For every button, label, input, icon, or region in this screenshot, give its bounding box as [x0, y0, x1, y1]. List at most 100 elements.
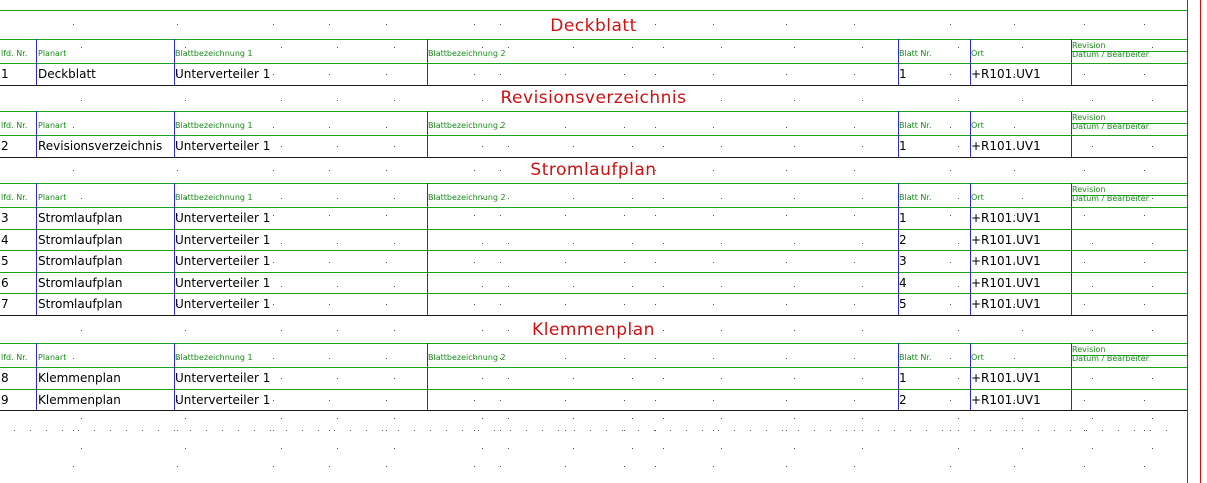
grid-dot — [508, 418, 509, 419]
grid-dot — [632, 286, 633, 287]
grid-dot — [270, 430, 271, 431]
grid-dot — [394, 198, 395, 199]
grid-dot — [1014, 358, 1015, 359]
revision-divider — [1071, 123, 1187, 124]
grid-dot — [632, 47, 633, 48]
grid-dot — [394, 418, 395, 419]
grid-dot — [329, 127, 330, 128]
column-divider — [1071, 183, 1072, 315]
column-divider — [174, 39, 175, 85]
grid-dot — [1014, 466, 1015, 467]
grid-dot — [854, 74, 855, 75]
table-rule — [0, 367, 1187, 368]
grid-dot — [81, 47, 82, 48]
row-blattbezeichnung-1: Unterverteiler 1 — [175, 371, 271, 385]
col-header-planart: Planart — [38, 49, 67, 58]
grid-dot — [721, 243, 722, 244]
column-divider — [174, 343, 175, 410]
grid-dot — [655, 358, 656, 359]
grid-dot — [474, 215, 475, 216]
grid-dot — [508, 198, 509, 199]
grid-dot — [1166, 430, 1167, 431]
grid-dot — [73, 466, 74, 467]
grid-dot — [846, 430, 847, 431]
col-header-ort: Ort — [971, 353, 984, 362]
grid-dot — [302, 430, 303, 431]
grid-dot — [386, 127, 387, 128]
row-lfd-nr: 5 — [1, 254, 9, 268]
grid-dot — [862, 47, 863, 48]
grid-dot — [1022, 198, 1023, 199]
grid-dot — [273, 358, 274, 359]
grid-dot — [1152, 448, 1153, 449]
column-divider — [1071, 111, 1072, 157]
grid-dot — [73, 430, 74, 431]
grid-dot — [1152, 146, 1153, 147]
grid-dot — [478, 430, 479, 431]
grid-dot — [500, 400, 501, 401]
grid-dot — [958, 430, 959, 431]
grid-dot — [1054, 430, 1055, 431]
grid-dot — [862, 286, 863, 287]
grid-dot — [177, 430, 178, 431]
revision-divider — [1071, 195, 1187, 196]
column-divider — [427, 343, 428, 410]
grid-dot — [663, 198, 664, 199]
column-divider — [174, 111, 175, 157]
grid-dot — [62, 430, 63, 431]
table-rule — [0, 10, 1187, 11]
grid-dot — [713, 215, 714, 216]
row-ort: +R101.UV1 — [971, 275, 1041, 290]
grid-dot — [1144, 400, 1145, 401]
grid-dot — [500, 466, 501, 467]
grid-dot — [713, 304, 714, 305]
grid-dot — [766, 430, 767, 431]
grid-dot — [862, 146, 863, 147]
grid-dot — [655, 400, 656, 401]
grid-dot — [329, 466, 330, 467]
grid-dot — [1092, 378, 1093, 379]
row-planart: Revisionsverzeichnis — [38, 139, 163, 153]
table-rule — [0, 229, 1187, 230]
grid-dot — [573, 243, 574, 244]
table-rule — [0, 410, 1187, 411]
grid-dot — [500, 430, 501, 431]
grid-dot — [854, 358, 855, 359]
grid-dot — [206, 430, 207, 431]
grid-dot — [786, 262, 787, 263]
grid-dot — [329, 430, 330, 431]
grid-dot — [482, 146, 483, 147]
grid-dot — [573, 47, 574, 48]
grid-dot — [565, 304, 566, 305]
revision-divider — [1071, 51, 1187, 52]
col-header-blatt-nr: Blatt Nr. — [899, 121, 932, 130]
grid-dot — [337, 286, 338, 287]
grid-dot — [632, 146, 633, 147]
grid-dot — [1084, 304, 1085, 305]
grid-dot — [798, 430, 799, 431]
grid-dot — [950, 215, 951, 216]
grid-dot — [482, 448, 483, 449]
grid-dot — [386, 466, 387, 467]
column-divider — [36, 183, 37, 315]
column-divider — [898, 183, 899, 315]
grid-dot — [721, 146, 722, 147]
grid-dot — [386, 262, 387, 263]
grid-dot — [386, 400, 387, 401]
col-header-blattbezeichnung-2: Blattbezeichnung 2 — [428, 121, 506, 130]
table-rule — [0, 343, 1187, 344]
grid-dot — [281, 243, 282, 244]
col-header-blattbezeichnung-1: Blattbezeichnung 1 — [175, 353, 253, 362]
table-rule — [0, 63, 1187, 64]
grid-dot — [862, 418, 863, 419]
grid-dot — [190, 430, 191, 431]
grid-dot — [1084, 74, 1085, 75]
grid-dot — [862, 243, 863, 244]
grid-dot — [318, 430, 319, 431]
col-header-ort: Ort — [971, 49, 984, 58]
grid-dot — [573, 448, 574, 449]
grid-dot — [482, 47, 483, 48]
grid-dot — [1144, 74, 1145, 75]
grid-dot — [508, 448, 509, 449]
grid-dot — [565, 74, 566, 75]
